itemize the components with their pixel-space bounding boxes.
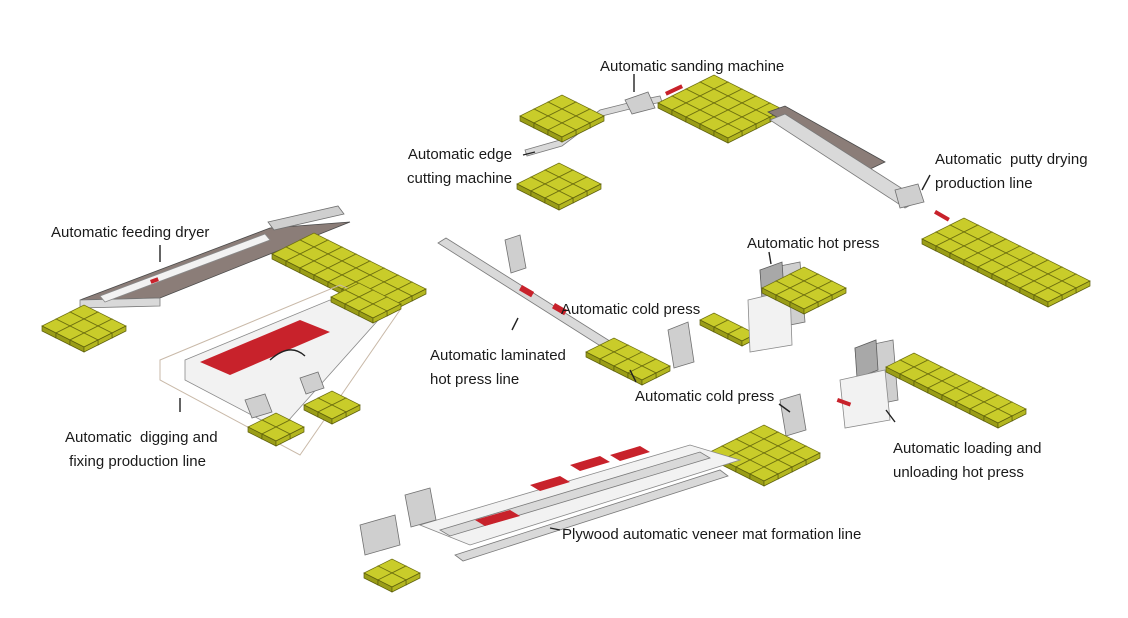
putty-drying-group [767, 105, 1091, 308]
loading-unloading-machine [707, 339, 1027, 487]
arrow-putty [921, 174, 931, 191]
laminated-line-group [437, 234, 757, 386]
arrow-cold-press-lower [778, 403, 791, 413]
arrow-edge-cutting [522, 151, 536, 156]
feeding-dryer-group [41, 205, 427, 353]
veneer-mat-group [359, 444, 742, 593]
label-digging-fixing: Automatic digging and fixing production … [65, 429, 218, 470]
label-sanding: Automatic sanding machine [600, 58, 785, 75]
label-veneer-mat: Plywood automatic veneer mat formation l… [562, 526, 862, 543]
label-putty-drying: Automatic putty drying production line [935, 151, 1088, 192]
label-cold-press-lower: Automatic cold press [635, 388, 775, 405]
label-laminated-hot-press: Automatic laminated hot press line [430, 347, 566, 388]
arrow-loading [885, 409, 896, 423]
label-hot-press: Automatic hot press [747, 235, 880, 252]
arrow-hot-press [768, 251, 772, 265]
arrow-veneer [549, 527, 561, 531]
arrow-cold-press-upper [629, 369, 637, 383]
edge-sanding-group [516, 74, 785, 211]
callout-arrows [159, 74, 931, 531]
arrow-laminated [511, 317, 519, 331]
hot-press-machine [747, 261, 847, 353]
label-loading-unloading: Automatic loading and unloading hot pres… [893, 440, 1042, 481]
label-feeding-dryer: Automatic feeding dryer [51, 224, 210, 241]
label-cold-press-upper: Automatic cold press [561, 301, 701, 318]
label-edge-cutting: Automatic edge cutting machine [407, 146, 513, 187]
digging-fixing-group [159, 282, 402, 456]
